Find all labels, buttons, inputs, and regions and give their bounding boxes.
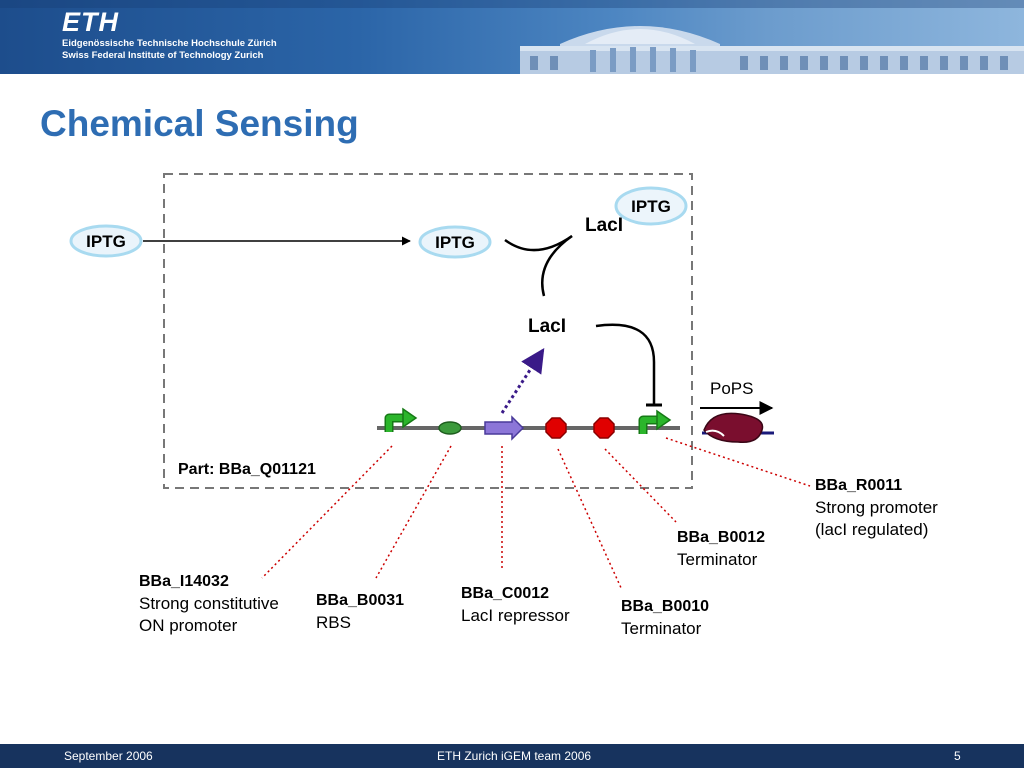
part-boundary-box bbox=[163, 173, 693, 489]
part-desc-line1: Strong constitutive bbox=[139, 594, 279, 613]
rbs-b0031-icon bbox=[438, 421, 462, 435]
eth-logo: ETH bbox=[62, 7, 119, 37]
leader-b0031 bbox=[375, 445, 452, 579]
header-building-image bbox=[0, 0, 1024, 74]
terminator-b0012-icon bbox=[593, 417, 615, 439]
leader-lines bbox=[261, 437, 811, 591]
footer-date: September 2006 bbox=[64, 749, 153, 763]
repression-line bbox=[595, 323, 656, 404]
part-id: BBa_B0031 bbox=[316, 592, 405, 609]
laci-bound-label: LacI bbox=[585, 215, 623, 236]
part-id: BBa_R0011 bbox=[815, 477, 903, 494]
footer-center-text: ETH Zurich iGEM team 2006 bbox=[437, 749, 592, 763]
binding-curve-bottom bbox=[541, 234, 573, 297]
part-desc-line1: Strong promoter bbox=[815, 498, 938, 517]
iptg-bound-ellipse bbox=[614, 186, 688, 226]
iptg-inside-label: IPTG bbox=[435, 233, 475, 252]
part-label-b0010: BBa_B0010 Terminator bbox=[621, 595, 709, 640]
part-id: BBa_B0012 bbox=[677, 529, 766, 546]
part-label-i14032: BBa_I14032 Strong constitutive ON promot… bbox=[139, 570, 279, 637]
eth-subtitle-german: Eidgenössische Technische Hochschule Zür… bbox=[62, 38, 277, 49]
part-label-c0012: BBa_C0012 LacI repressor bbox=[461, 582, 570, 627]
chemical-sensing-diagram: IPTG IPTG LacI IPTG LacI PoPS P bbox=[69, 173, 811, 591]
page-number: 5 bbox=[954, 749, 961, 763]
part-name-label: Part: BBa_Q01121 bbox=[178, 461, 316, 478]
part-id: BBa_B0010 bbox=[621, 598, 710, 615]
header-banner: ETH Eidgenössische Technische Hochschule… bbox=[0, 0, 1024, 74]
iptg-inside-ellipse bbox=[418, 225, 492, 259]
pops-product-icon bbox=[703, 412, 764, 443]
leader-b0010 bbox=[557, 448, 623, 591]
iptg-bound-label: IPTG bbox=[631, 197, 671, 216]
promoter-r0011-icon bbox=[638, 409, 672, 434]
eth-subtitle-english: Swiss Federal Institute of Technology Zu… bbox=[62, 50, 264, 61]
part-desc-line1: Terminator bbox=[677, 550, 758, 569]
part-desc-line1: RBS bbox=[316, 613, 351, 632]
part-label-r0011: BBa_R0011 Strong promoter (lacI regulate… bbox=[815, 474, 938, 541]
slide-title: Chemical Sensing bbox=[40, 103, 359, 144]
part-id: BBa_I14032 bbox=[139, 573, 229, 590]
leader-i14032 bbox=[261, 445, 393, 579]
pops-label: PoPS bbox=[710, 379, 753, 398]
part-label-b0012: BBa_B0012 Terminator bbox=[677, 526, 765, 571]
pops-product-highlight bbox=[705, 429, 725, 437]
promoter-i14032-icon bbox=[384, 407, 418, 432]
terminator-b0010-icon bbox=[545, 417, 567, 439]
iptg-outside-label: IPTG bbox=[86, 232, 126, 251]
iptg-outside-ellipse bbox=[69, 224, 143, 258]
part-desc-line2: ON promoter bbox=[139, 616, 238, 635]
part-desc-line1: Terminator bbox=[621, 619, 702, 638]
leader-b0012 bbox=[604, 448, 677, 523]
coding-c0012-icon bbox=[484, 415, 525, 441]
footer-bar: September 2006 ETH Zurich iGEM team 2006… bbox=[0, 744, 1024, 768]
laci-free-label: LacI bbox=[528, 316, 566, 337]
part-desc-line2: (lacI regulated) bbox=[815, 520, 929, 539]
part-desc-line1: LacI repressor bbox=[461, 606, 570, 625]
part-id: BBa_C0012 bbox=[461, 585, 550, 602]
leader-r0011 bbox=[665, 437, 811, 487]
part-label-b0031: BBa_B0031 RBS bbox=[316, 589, 404, 634]
expression-arrow bbox=[500, 347, 545, 414]
